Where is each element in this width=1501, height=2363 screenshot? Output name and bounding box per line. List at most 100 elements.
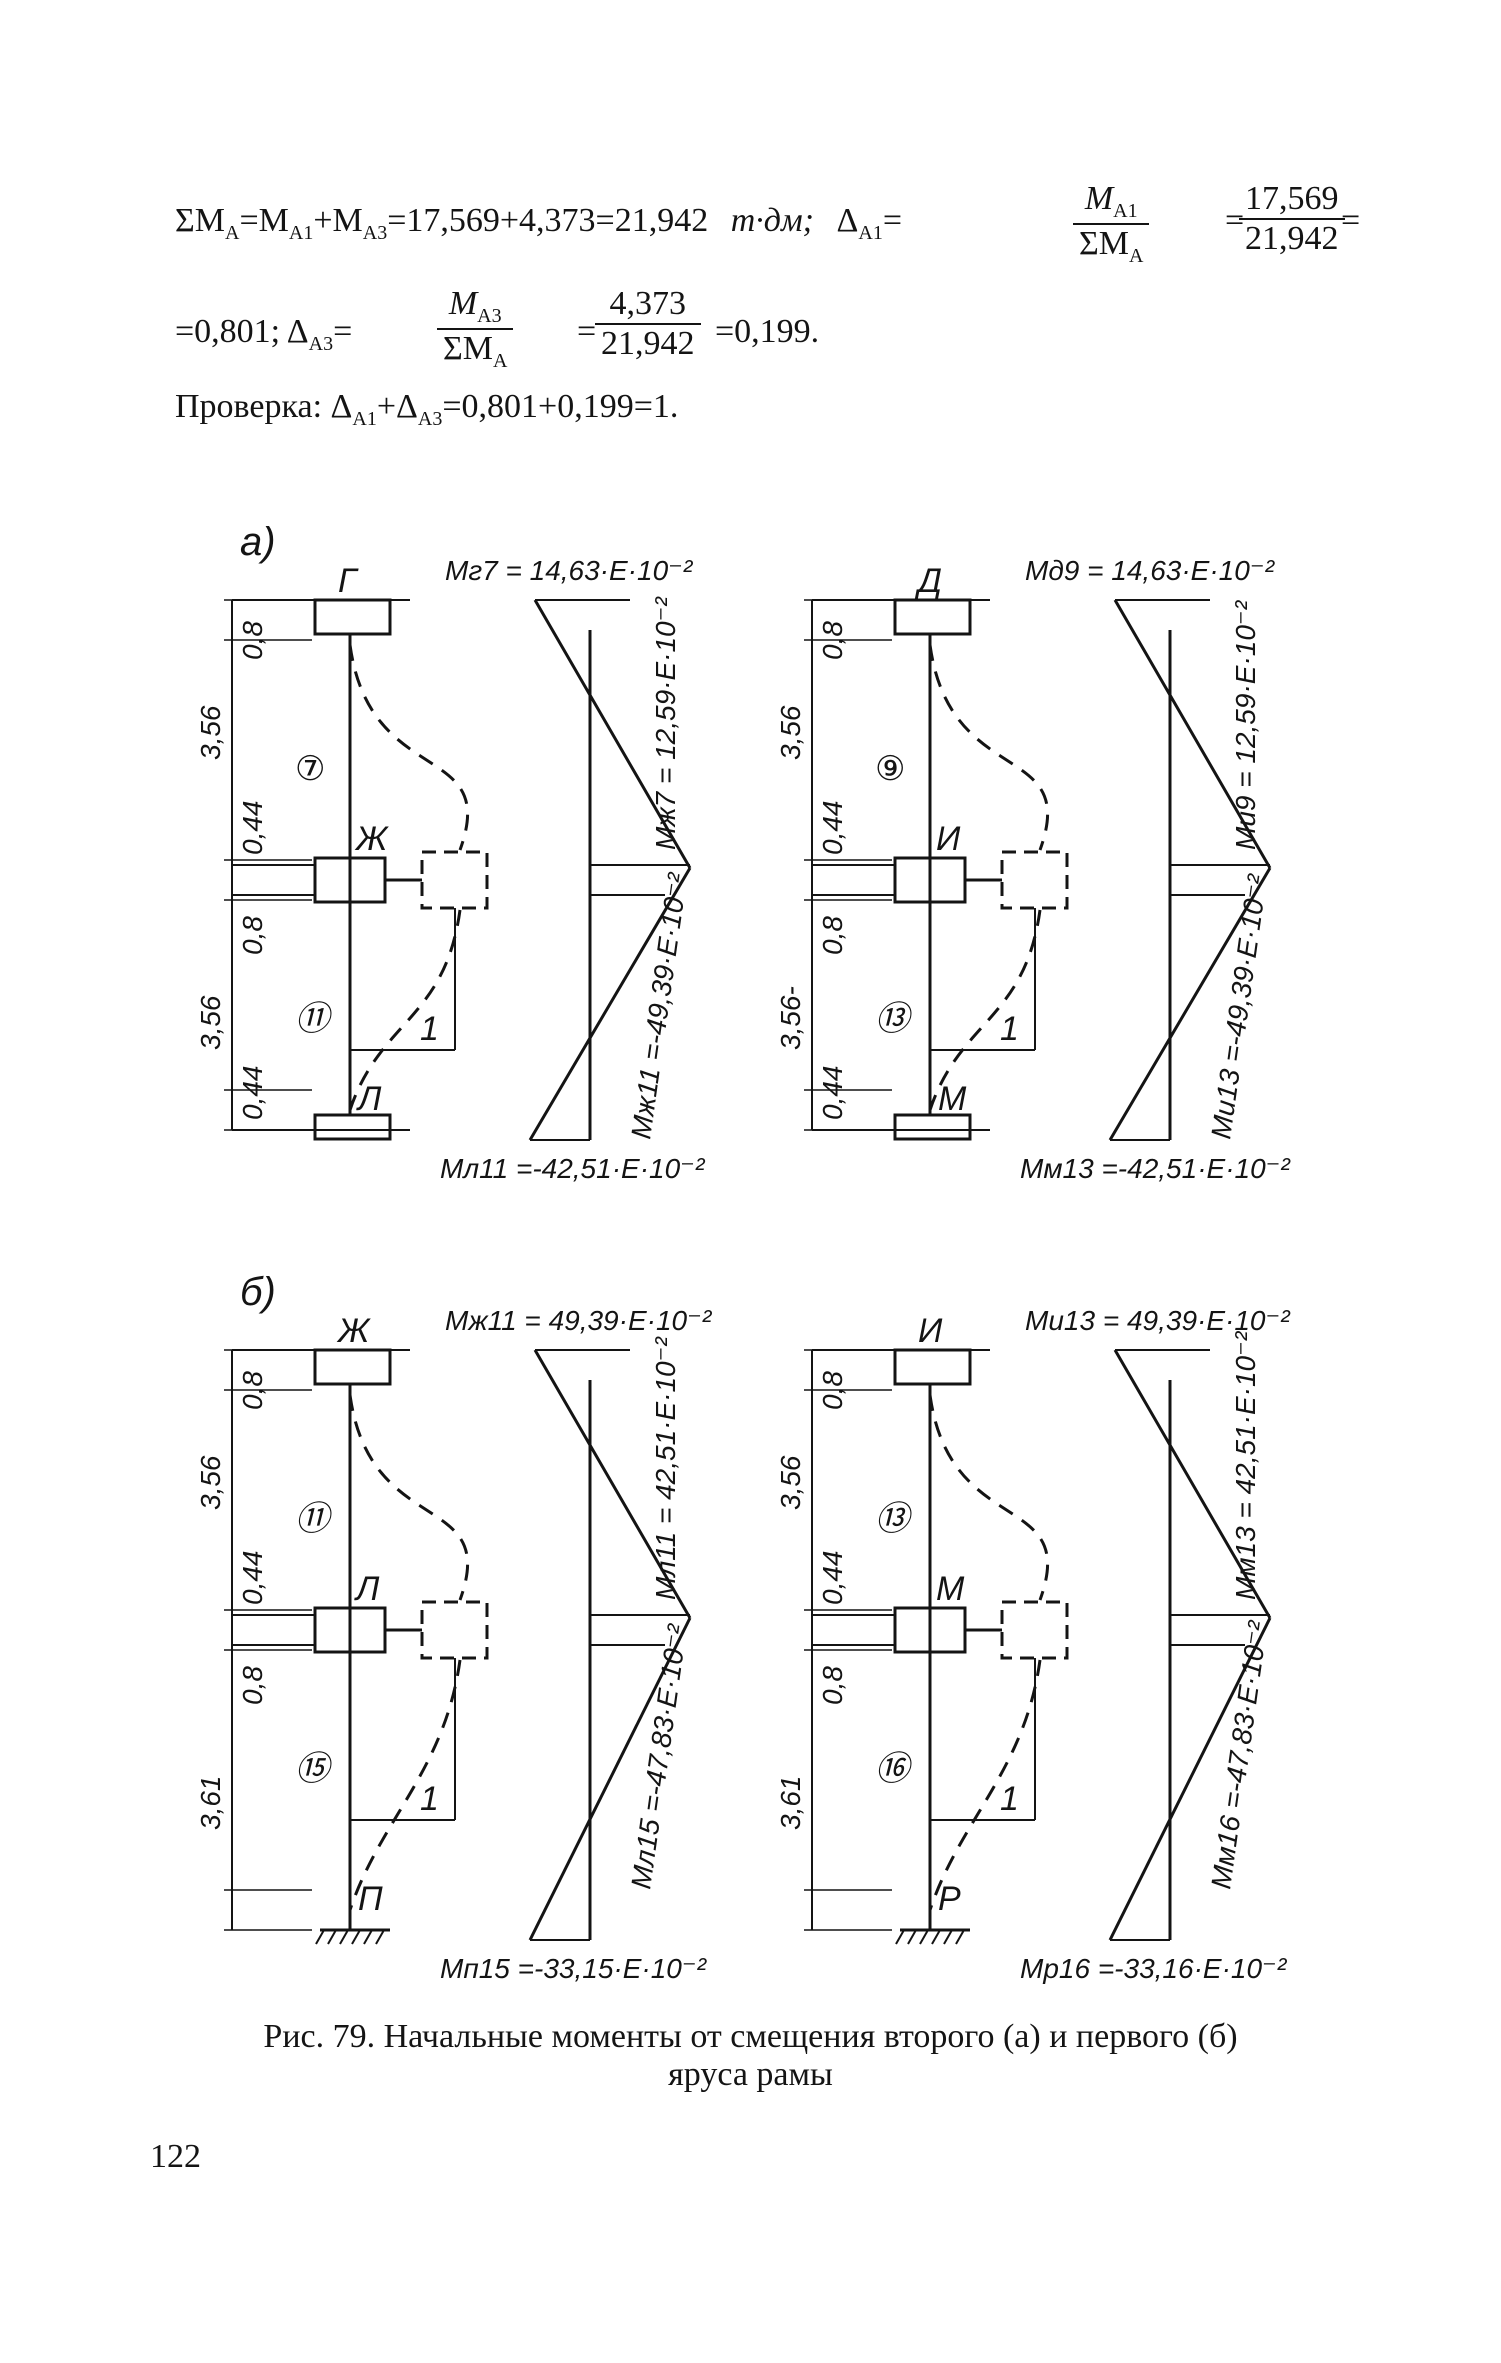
dimension-label: 0,44 [817, 801, 848, 856]
hatch-mark [931, 1929, 941, 1945]
moment-line-lower [528, 1617, 692, 1941]
eq1-fraction-numeric: 17,569 21,942 [1239, 180, 1345, 258]
moment-line-upper [533, 1349, 692, 1619]
part-a-label: а) [240, 520, 276, 564]
displaced-joint [1000, 1600, 1069, 1660]
eq1-fraction-symbolic: MA1 ΣMA [1073, 180, 1150, 268]
equation-line-1: ΣMA=MA1+MA3=17,569+4,373=21,942 т·дм; ΔA… [175, 180, 1360, 290]
node-mid-label: Л [354, 1570, 380, 1608]
deflection-curve-lower [348, 1659, 462, 1911]
node-top-label: Ж [336, 1312, 371, 1350]
top-beam [893, 598, 972, 636]
hatch-mark [895, 1929, 905, 1945]
hatch-mark [351, 1929, 361, 1945]
moment-line-lower [528, 867, 692, 1141]
bar-number-lower: ⑬ [875, 1000, 914, 1038]
displaced-joint [420, 1600, 489, 1660]
moment-label-mid-upper: Mл11 = 42,51·E·10⁻² [650, 1336, 681, 1600]
moment-label-top: Mж11 = 49,39·E·10⁻² [445, 1305, 713, 1336]
eq1-eq4: = [1341, 202, 1361, 239]
dimension-label: 0,8 [237, 1371, 268, 1410]
moment-line-upper [1113, 1349, 1272, 1619]
dimension-label: 0,8 [817, 1666, 848, 1705]
deflection-curve-upper [928, 1394, 1050, 1601]
node-bottom-label: М [938, 1080, 967, 1118]
node-top-label: И [918, 1312, 943, 1350]
deflection-curve-upper [348, 1394, 470, 1601]
bar-number-upper: ⑨ [875, 750, 905, 788]
dimension-label: 0,44 [817, 1066, 848, 1121]
hatch-mark [327, 1929, 337, 1945]
caption-line-1: Рис. 79. Начальные моменты от смещения в… [263, 2018, 1238, 2055]
unit-displacement-label: 1 [420, 1010, 439, 1048]
bottom-beam [893, 1113, 972, 1141]
eq2-fraction-numeric: 4,373 21,942 [595, 285, 701, 363]
eq1-eq: =M [239, 202, 289, 239]
top-beam [893, 1348, 972, 1386]
top-beam [313, 598, 392, 636]
dimension-label: 0,8 [237, 621, 268, 660]
figure-caption: Рис. 79. Начальные моменты от смещения в… [0, 2018, 1501, 2094]
eq1-sub-a3: A3 [362, 221, 388, 244]
eq1-unit: т·дм; [730, 202, 815, 239]
eq2-fraction-symbolic: MA3 ΣMA [437, 285, 514, 373]
hatch-mark [339, 1929, 349, 1945]
eq1-values: =17,569+4,373=21,942 [387, 202, 709, 239]
eq2-eq2: = [577, 313, 597, 350]
eq1-plus: +M [313, 202, 363, 239]
equation-line-2: =0,801; ΔA3= MA3 ΣMA = 4,373 21,942 =0,1… [175, 285, 820, 373]
dimension-label: 0,44 [237, 1551, 268, 1606]
moment-line-lower [1108, 867, 1272, 1141]
displaced-joint [1000, 850, 1069, 910]
node-mid-label: И [936, 820, 961, 858]
eq1-lhs: ΣM [175, 202, 226, 239]
dimension-label: 3,61 [775, 1776, 806, 1831]
hatch-mark [907, 1929, 917, 1945]
dimension-label: 3,56 [775, 705, 806, 760]
part-b-label: б) [240, 1270, 276, 1314]
bar-number-lower: ⑮ [295, 1750, 334, 1788]
hatch-mark [955, 1929, 965, 1945]
page-number: 122 [150, 2138, 201, 2175]
dimension-label: 3,56 [775, 1455, 806, 1510]
unit-displacement-label: 1 [420, 1780, 439, 1818]
eq2-result: =0,199. [715, 313, 820, 350]
moment-line-lower [1108, 1617, 1272, 1941]
moment-label-mid-upper: Mж7 = 12,59·E·10⁻² [650, 596, 681, 850]
eq2-delta: Δ [286, 313, 309, 350]
eq1-delta-sub: A1 [858, 221, 883, 244]
dimension-label: 0,8 [817, 1371, 848, 1410]
node-mid-label: М [936, 1570, 965, 1608]
check-label: Проверка: [175, 388, 323, 425]
displaced-joint [420, 850, 489, 910]
moment-label-bottom: Mп15 =-33,15·E·10⁻² [440, 1953, 708, 1984]
dimension-label: 0,8 [817, 916, 848, 955]
bottom-beam [313, 1113, 392, 1141]
dimension-label: 3,56 [195, 1455, 226, 1510]
node-top-label: Д [914, 562, 942, 600]
dimension-label: 0,8 [237, 916, 268, 955]
bar-number-upper: ⑪ [295, 1500, 334, 1538]
node-bottom-label: П [358, 1880, 383, 1918]
deflection-curve-upper [348, 644, 470, 851]
node-top-label: Г [338, 562, 359, 600]
top-beam [313, 1348, 392, 1386]
node-bottom-label: Л [356, 1080, 382, 1118]
dimension-label: 0,8 [817, 621, 848, 660]
unit-displacement-label: 1 [1000, 1010, 1019, 1048]
dimension-label: 3,61 [195, 1776, 226, 1831]
moment-line-upper [1113, 599, 1272, 869]
moment-label-bottom: Mр16 =-33,16·E·10⁻² [1020, 1953, 1288, 1984]
moment-label-mid-upper: Mи9 = 12,59·E·10⁻² [1230, 599, 1261, 850]
deflection-curve-lower [928, 909, 1042, 1111]
eq1-eq2: = [882, 202, 903, 239]
moment-label-mid-lower: Mл15 =-47,83·E·10⁻² [625, 1621, 693, 1891]
hatch-mark [363, 1929, 373, 1945]
dimension-label: 3,56- [775, 986, 806, 1050]
eq1-lhs-sub: A [225, 221, 240, 244]
hatch-mark [943, 1929, 953, 1945]
